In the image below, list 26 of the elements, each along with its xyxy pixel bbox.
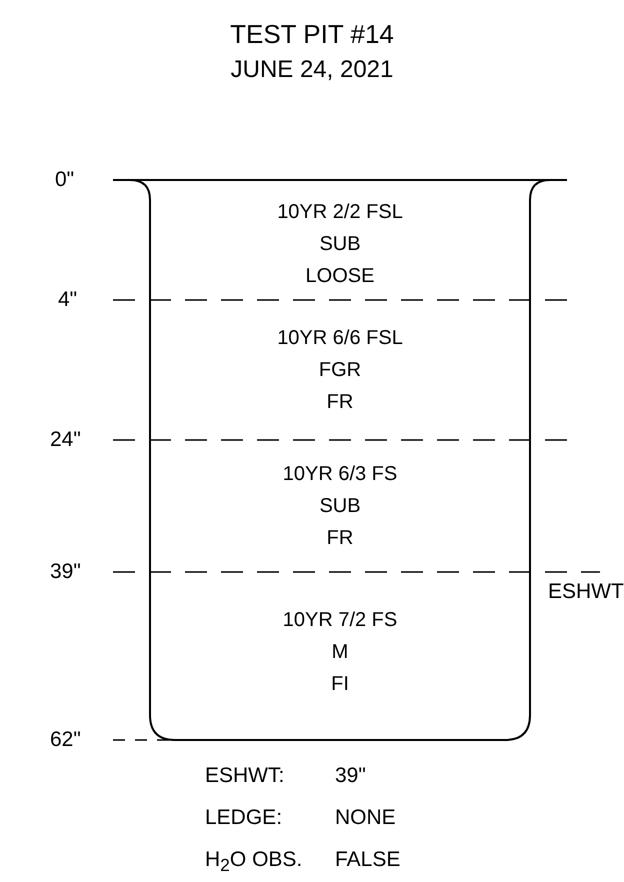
soil-description: 10YR 2/2 FSL xyxy=(277,200,403,225)
title: TEST PIT #14 xyxy=(230,22,394,46)
depth-label: 39" xyxy=(50,560,81,584)
soil-description: SUB xyxy=(319,494,361,519)
soil-description: FR xyxy=(326,390,354,415)
table-value: FALSE xyxy=(335,848,400,872)
soil-description: M xyxy=(332,640,348,665)
depth-label: 62" xyxy=(50,728,81,752)
depth-label: 24" xyxy=(50,428,81,452)
date: JUNE 24, 2021 xyxy=(230,58,394,82)
soil-description: 10YR 7/2 FS xyxy=(282,608,398,633)
water-table-label: ESHWT xyxy=(548,580,624,604)
soil-description: SUB xyxy=(319,232,361,257)
depth-label: 0" xyxy=(55,168,74,192)
table-key: ESHWT: xyxy=(205,764,284,788)
table-value: NONE xyxy=(335,806,396,830)
depth-label: 4" xyxy=(58,288,78,312)
soil-description: 10YR 6/3 FS xyxy=(282,462,398,487)
soil-description: FI xyxy=(331,672,349,697)
table-key: H$_{2}$O OBS. xyxy=(205,848,302,878)
table-value: 39" xyxy=(335,764,366,788)
table-key: LEDGE: xyxy=(205,806,282,830)
soil-description: 10YR 6/6 FSL xyxy=(277,326,403,351)
soil-description: FGR xyxy=(318,358,362,383)
soil-description: LOOSE xyxy=(306,264,374,289)
soil-description: FR xyxy=(326,526,354,551)
